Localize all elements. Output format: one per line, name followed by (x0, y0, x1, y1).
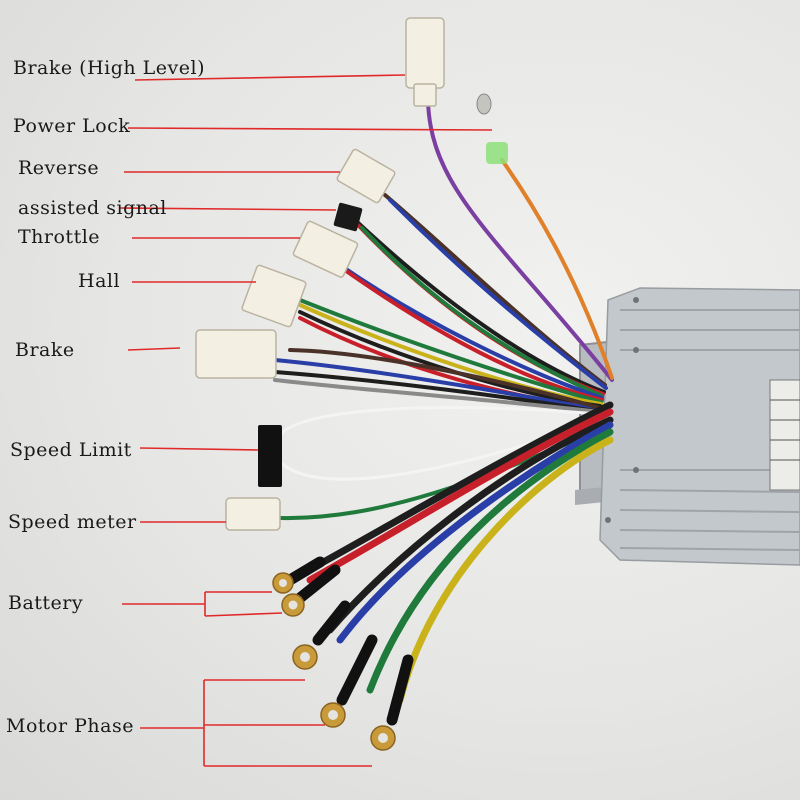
ring-terminal-holes (279, 579, 388, 743)
connectors (195, 17, 445, 531)
label-reverse: Reverse (18, 157, 100, 179)
label-brake: Brake (15, 339, 75, 361)
small-connectors (258, 93, 508, 487)
label-speed-meter: Speed meter (8, 511, 137, 533)
label-throttle: Throttle (18, 226, 101, 248)
label-battery: Battery (8, 592, 84, 614)
power-wires (296, 401, 614, 704)
label-power-lock: Power Lock (13, 115, 131, 137)
signal-wires (273, 98, 614, 521)
label-assisted-signal: assisted signal (18, 197, 167, 219)
label-speed-limit: Speed Limit (10, 439, 132, 461)
label-brake-high-level: Brake (High Level) (13, 57, 205, 79)
heat-shrink-sleeves (284, 556, 414, 726)
label-motor-phase: Motor Phase (6, 715, 134, 737)
label-hall: Hall (78, 270, 121, 292)
leader-lines (119, 74, 493, 767)
controller-housing (575, 287, 800, 566)
